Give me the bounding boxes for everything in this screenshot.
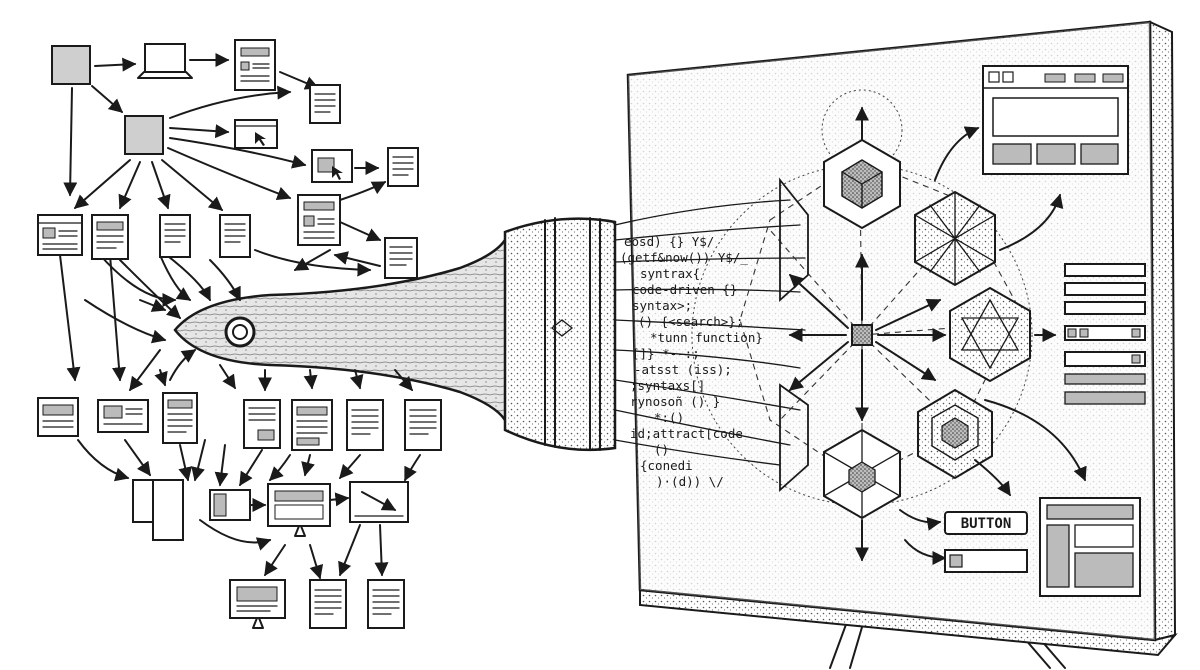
hexagon-nested-cube-icon	[917, 388, 993, 480]
code-line: id;attract[code	[630, 426, 743, 441]
document-layout-icon	[291, 399, 333, 451]
document-icon	[309, 579, 347, 629]
document-icon	[309, 84, 341, 124]
edit-window-icon	[349, 481, 409, 523]
document-layout-icon	[297, 194, 341, 246]
page-layout-wireframe	[1039, 497, 1141, 597]
monitor-icon	[267, 483, 331, 537]
bristle-strokes	[614, 199, 806, 466]
document-layout-icon	[243, 399, 281, 449]
geometry-network	[691, 89, 1087, 565]
workflow-node-start	[51, 45, 91, 85]
document-layout-icon	[162, 392, 198, 444]
code-line: (getf&now()) Y$/_	[620, 250, 748, 265]
document-icon	[384, 237, 418, 279]
code-line: []} *--:;	[632, 346, 700, 361]
code-line: {conedi	[640, 458, 693, 473]
document-layout-icon	[91, 214, 129, 260]
document-icon	[404, 399, 442, 451]
code-line: *:()	[654, 410, 684, 425]
form-fields-wireframe	[1064, 263, 1146, 405]
code-line: ;syntaxs[]	[630, 378, 705, 393]
document-icon	[387, 147, 419, 187]
workflow-diagram	[37, 39, 442, 629]
cube-hexagon-icon	[823, 138, 901, 230]
brush-code-text: eosd) {} Y$/ (getf&now()) Y$/_ syntrax{ …	[620, 234, 763, 489]
easel-canvas	[626, 20, 1178, 669]
button-wireframe: BUTTON	[944, 511, 1028, 535]
monitor-icon	[97, 399, 149, 433]
code-line: syntax>;	[632, 298, 692, 313]
document-layout-icon	[37, 214, 83, 256]
code-line: ()	[654, 442, 669, 457]
document-icon	[367, 579, 405, 629]
button-label: BUTTON	[961, 516, 1012, 532]
document-layout-icon	[234, 39, 276, 91]
browser-window-wireframe	[982, 65, 1129, 175]
document-icon	[346, 399, 384, 451]
cube-hexagon-bottom-icon	[823, 428, 901, 520]
image-window-icon	[311, 149, 353, 183]
checkbox-field-wireframe	[944, 549, 1028, 573]
forward-icon	[1002, 71, 1014, 83]
code-line: -atsst (iss);	[634, 362, 732, 377]
ferrule-diamond-icon	[550, 319, 574, 337]
workflow-node-hub	[124, 115, 164, 155]
document-icon	[219, 214, 251, 258]
center-node-icon	[851, 324, 873, 346]
code-line: () {<search>};	[638, 314, 743, 329]
window-layout-icon	[37, 397, 79, 437]
cursor-window-icon	[234, 119, 278, 149]
back-icon	[988, 71, 1000, 83]
paintbrush-icon	[173, 217, 617, 452]
mobile-frame-icon	[132, 479, 184, 541]
hexagon-star-icon	[949, 286, 1031, 383]
code-line: rynosoñ () }	[630, 394, 720, 409]
split-panel-icon	[209, 489, 251, 521]
code-line: code-driven {}	[632, 282, 737, 297]
code-line: syntrax{	[640, 266, 700, 281]
document-icon	[159, 214, 191, 258]
hexagon-lattice-icon	[914, 190, 996, 287]
code-line: )·(d)) \/	[656, 474, 724, 489]
laptop-icon	[137, 43, 193, 79]
monitor-icon	[229, 579, 286, 629]
code-line: *tunn function}	[650, 330, 763, 345]
code-line: eosd) {} Y$/	[624, 234, 714, 249]
